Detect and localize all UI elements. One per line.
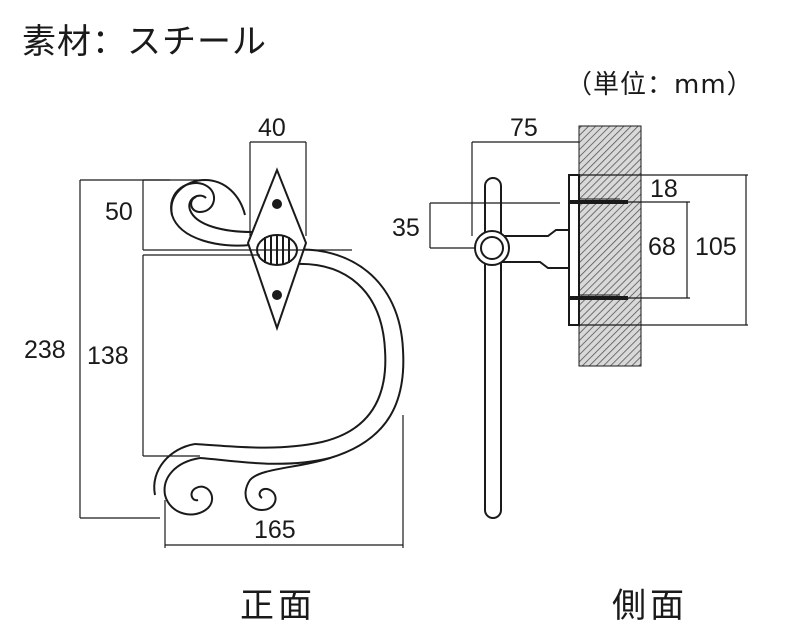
dim-top-to-bar: 50: [105, 198, 133, 226]
side-view-drawing: 75 35 18 68 105: [392, 114, 748, 519]
front-bottom-scroll-right: [244, 457, 331, 512]
side-wall-plate: [568, 174, 580, 326]
front-screw-bottom-icon: [272, 290, 282, 300]
front-bottom-scroll-left-inner: [153, 443, 196, 496]
front-top-scroll-outer: [188, 194, 253, 233]
side-arm: [499, 229, 570, 269]
dim-screw-offset: 18: [650, 175, 678, 203]
front-screw-top-icon: [272, 199, 282, 209]
dim-projection: 75: [510, 114, 538, 142]
front-top-scroll-back: [170, 178, 246, 216]
front-bar-inner: [194, 262, 387, 449]
front-view-label: 正面: [240, 586, 316, 626]
dim-plate-height: 105: [695, 233, 737, 261]
side-dimensions: [429, 141, 748, 326]
material-label: 素材：スチール: [22, 22, 267, 62]
dim-screw-spacing: 68: [648, 233, 676, 261]
front-dimensions: [79, 141, 404, 548]
side-view-label: 側面: [612, 586, 688, 626]
dim-plate-width: 40: [258, 114, 286, 142]
front-bar-outer: [199, 248, 405, 465]
side-vertical-bar: [484, 177, 502, 519]
front-bottom-scroll-left: [163, 457, 214, 516]
dim-total-width: 165: [254, 516, 296, 544]
unit-label: （単位：mm）: [566, 70, 754, 100]
side-collar-inner: [480, 236, 504, 260]
front-view-drawing: 40 50 238 138 165: [24, 114, 405, 548]
front-top-scroll: [170, 182, 251, 247]
side-wall: [578, 125, 642, 367]
dim-total-height: 238: [24, 336, 66, 364]
dim-bar-offset: 35: [392, 214, 420, 242]
dim-inner-height: 138: [87, 342, 129, 370]
